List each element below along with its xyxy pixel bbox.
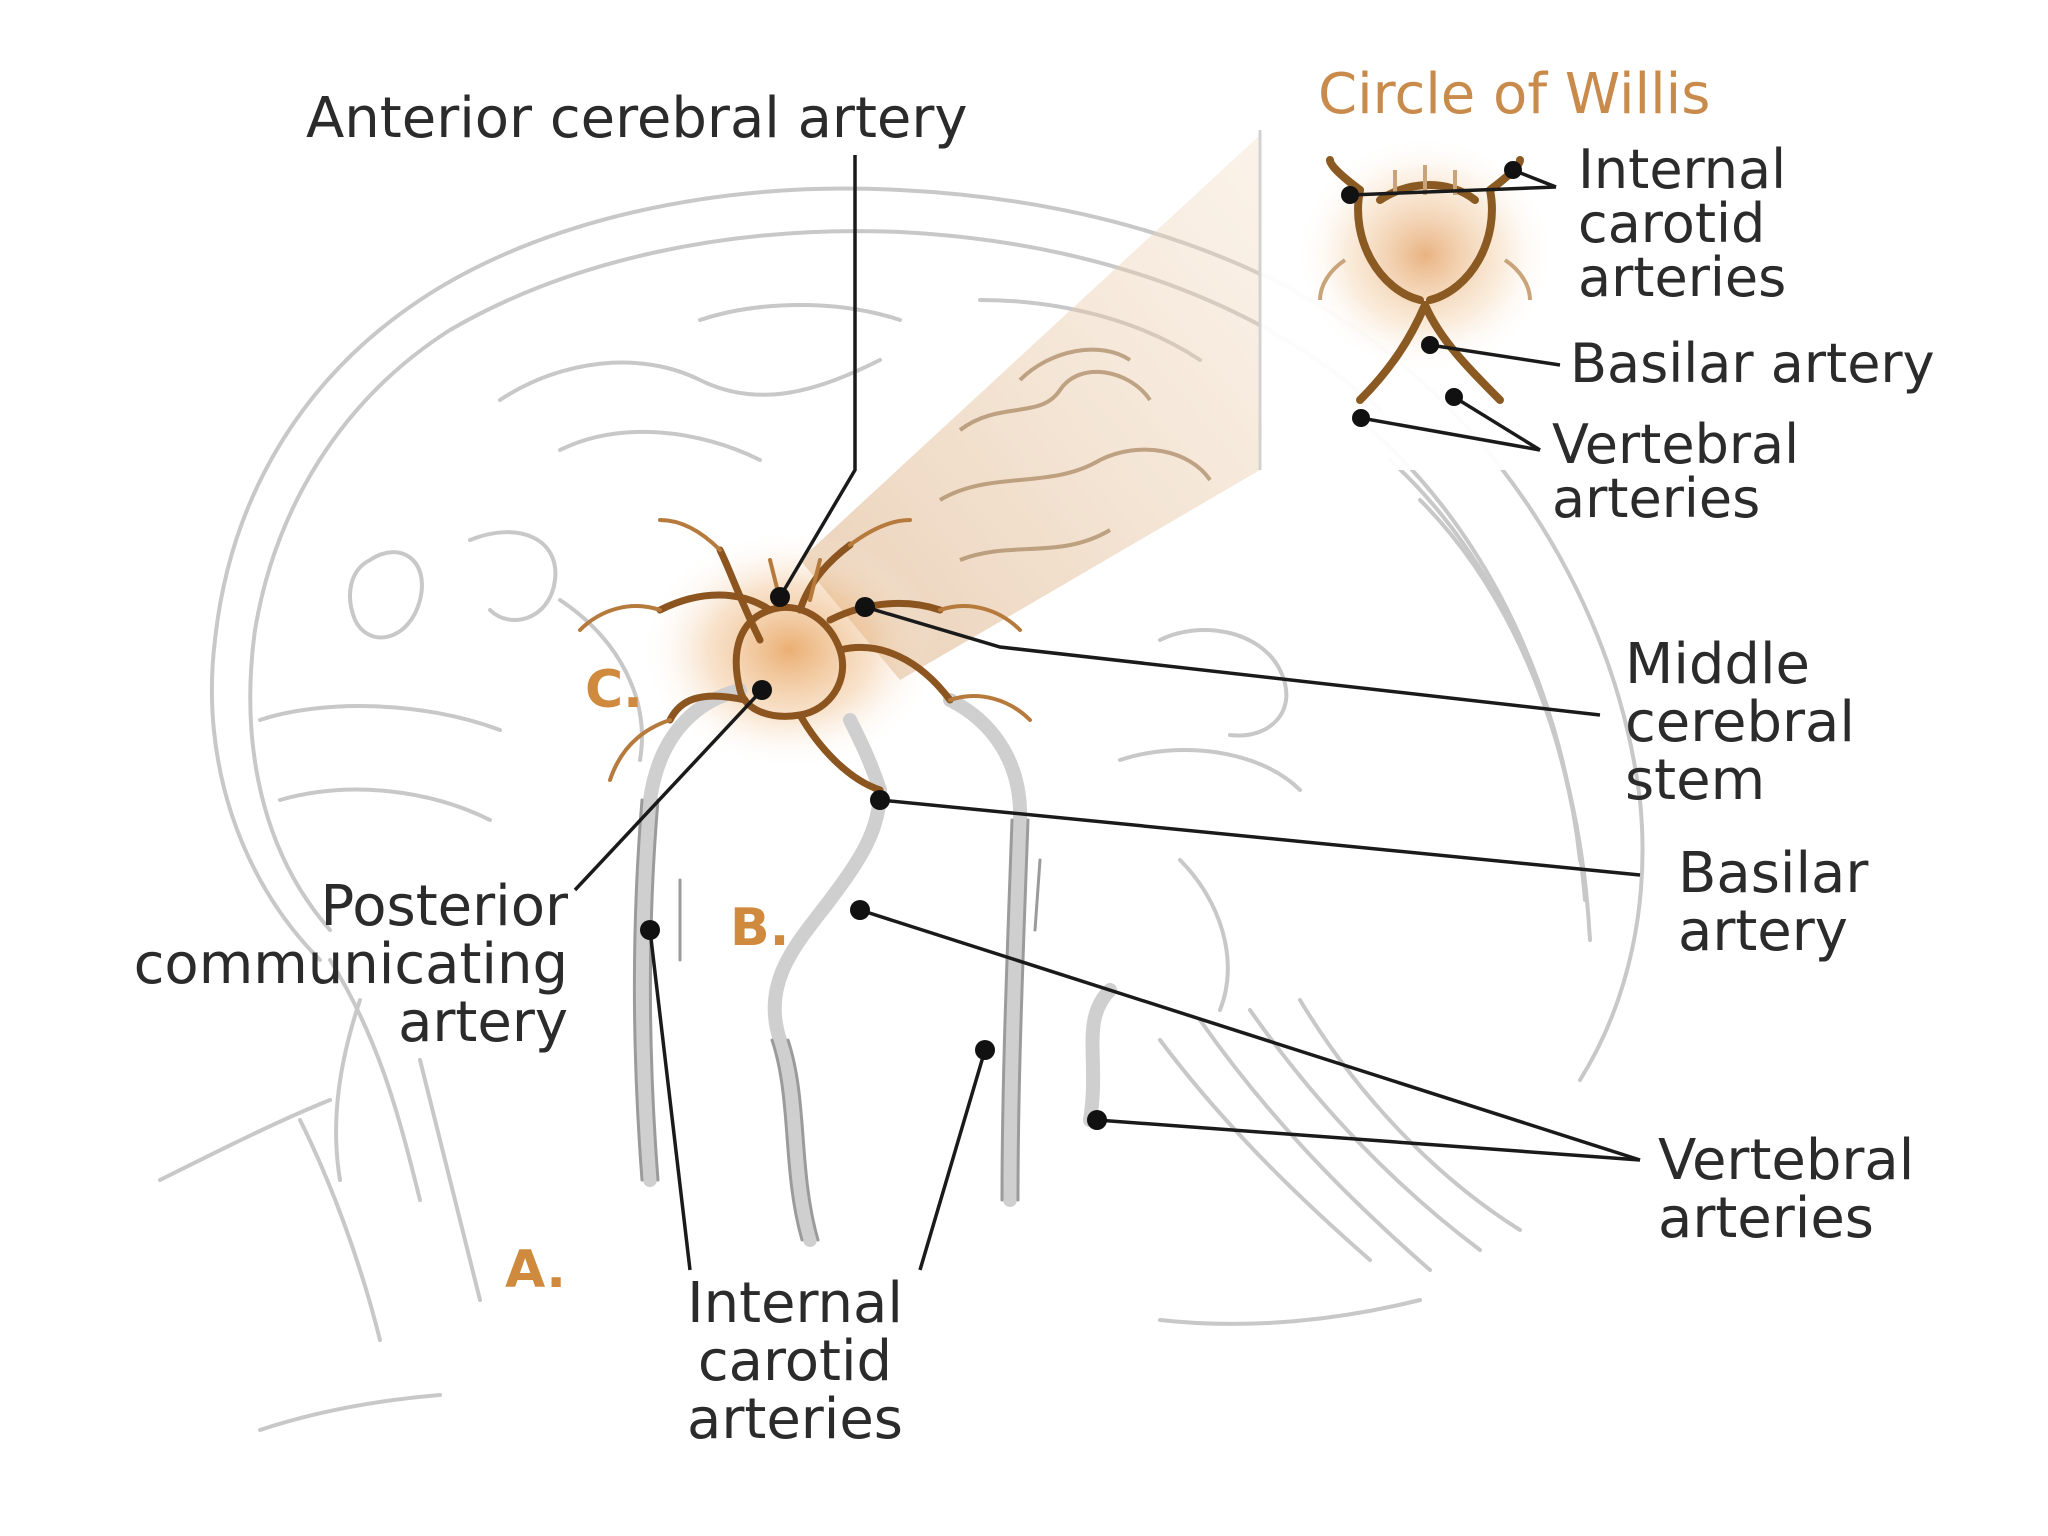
inset-title: Circle of Willis	[1318, 62, 1711, 127]
middle-cerebral-label: Middle cerebral stem	[1625, 632, 1855, 813]
internal-carotid-label: Internal carotid arteries	[687, 1271, 903, 1452]
artery-vessels	[635, 683, 1117, 1247]
inset-vertebral-label: Vertebral arteries	[1552, 413, 1800, 530]
circle-of-willis-vessels	[656, 541, 954, 794]
leader-dots	[640, 161, 1522, 1130]
circle-of-willis-branches	[578, 518, 1032, 782]
anterior-cerebral-label: Anterior cerebral artery	[306, 86, 968, 151]
leader-lines	[573, 155, 1641, 1271]
artery-outlines	[633, 798, 1042, 1242]
inset-internal-carotid-label: Internal carotid arteries	[1578, 138, 1787, 309]
brain-detail	[938, 347, 1212, 562]
section-letter-c: C.	[585, 660, 643, 720]
head-sketch	[158, 186, 1645, 1432]
basilar-label: Basilar artery	[1678, 841, 1869, 964]
circle-of-willis-glow	[640, 530, 940, 770]
section-letter-b: B.	[730, 898, 790, 958]
inset-basilar-label: Basilar artery	[1570, 332, 1935, 395]
section-letter-a: A.	[505, 1240, 566, 1300]
posterior-communicating-label: Posterior communicating artery	[133, 874, 568, 1055]
vertebral-label: Vertebral arteries	[1658, 1128, 1915, 1251]
